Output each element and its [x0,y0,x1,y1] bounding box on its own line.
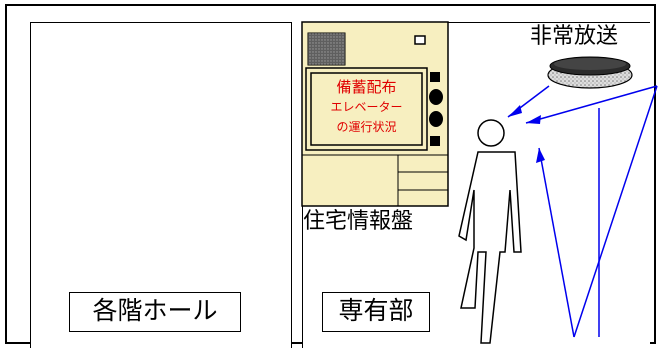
panel-display-line-3: の運行状況 [336,120,397,134]
panel-title: 住宅情報盤 [303,209,414,234]
hall-label: 各階ホール [69,292,241,332]
sound-path-lines [507,85,658,338]
person-icon [458,119,522,344]
housing-info-panel [301,21,449,207]
panel-display-line-2: エレベーター [330,100,403,114]
unit-label: 専有部 [322,292,430,332]
panel-display-line-1: 備蓄配布 [336,78,397,96]
broadcast-label: 非常放送 [530,24,619,49]
speaker-icon [547,56,633,89]
